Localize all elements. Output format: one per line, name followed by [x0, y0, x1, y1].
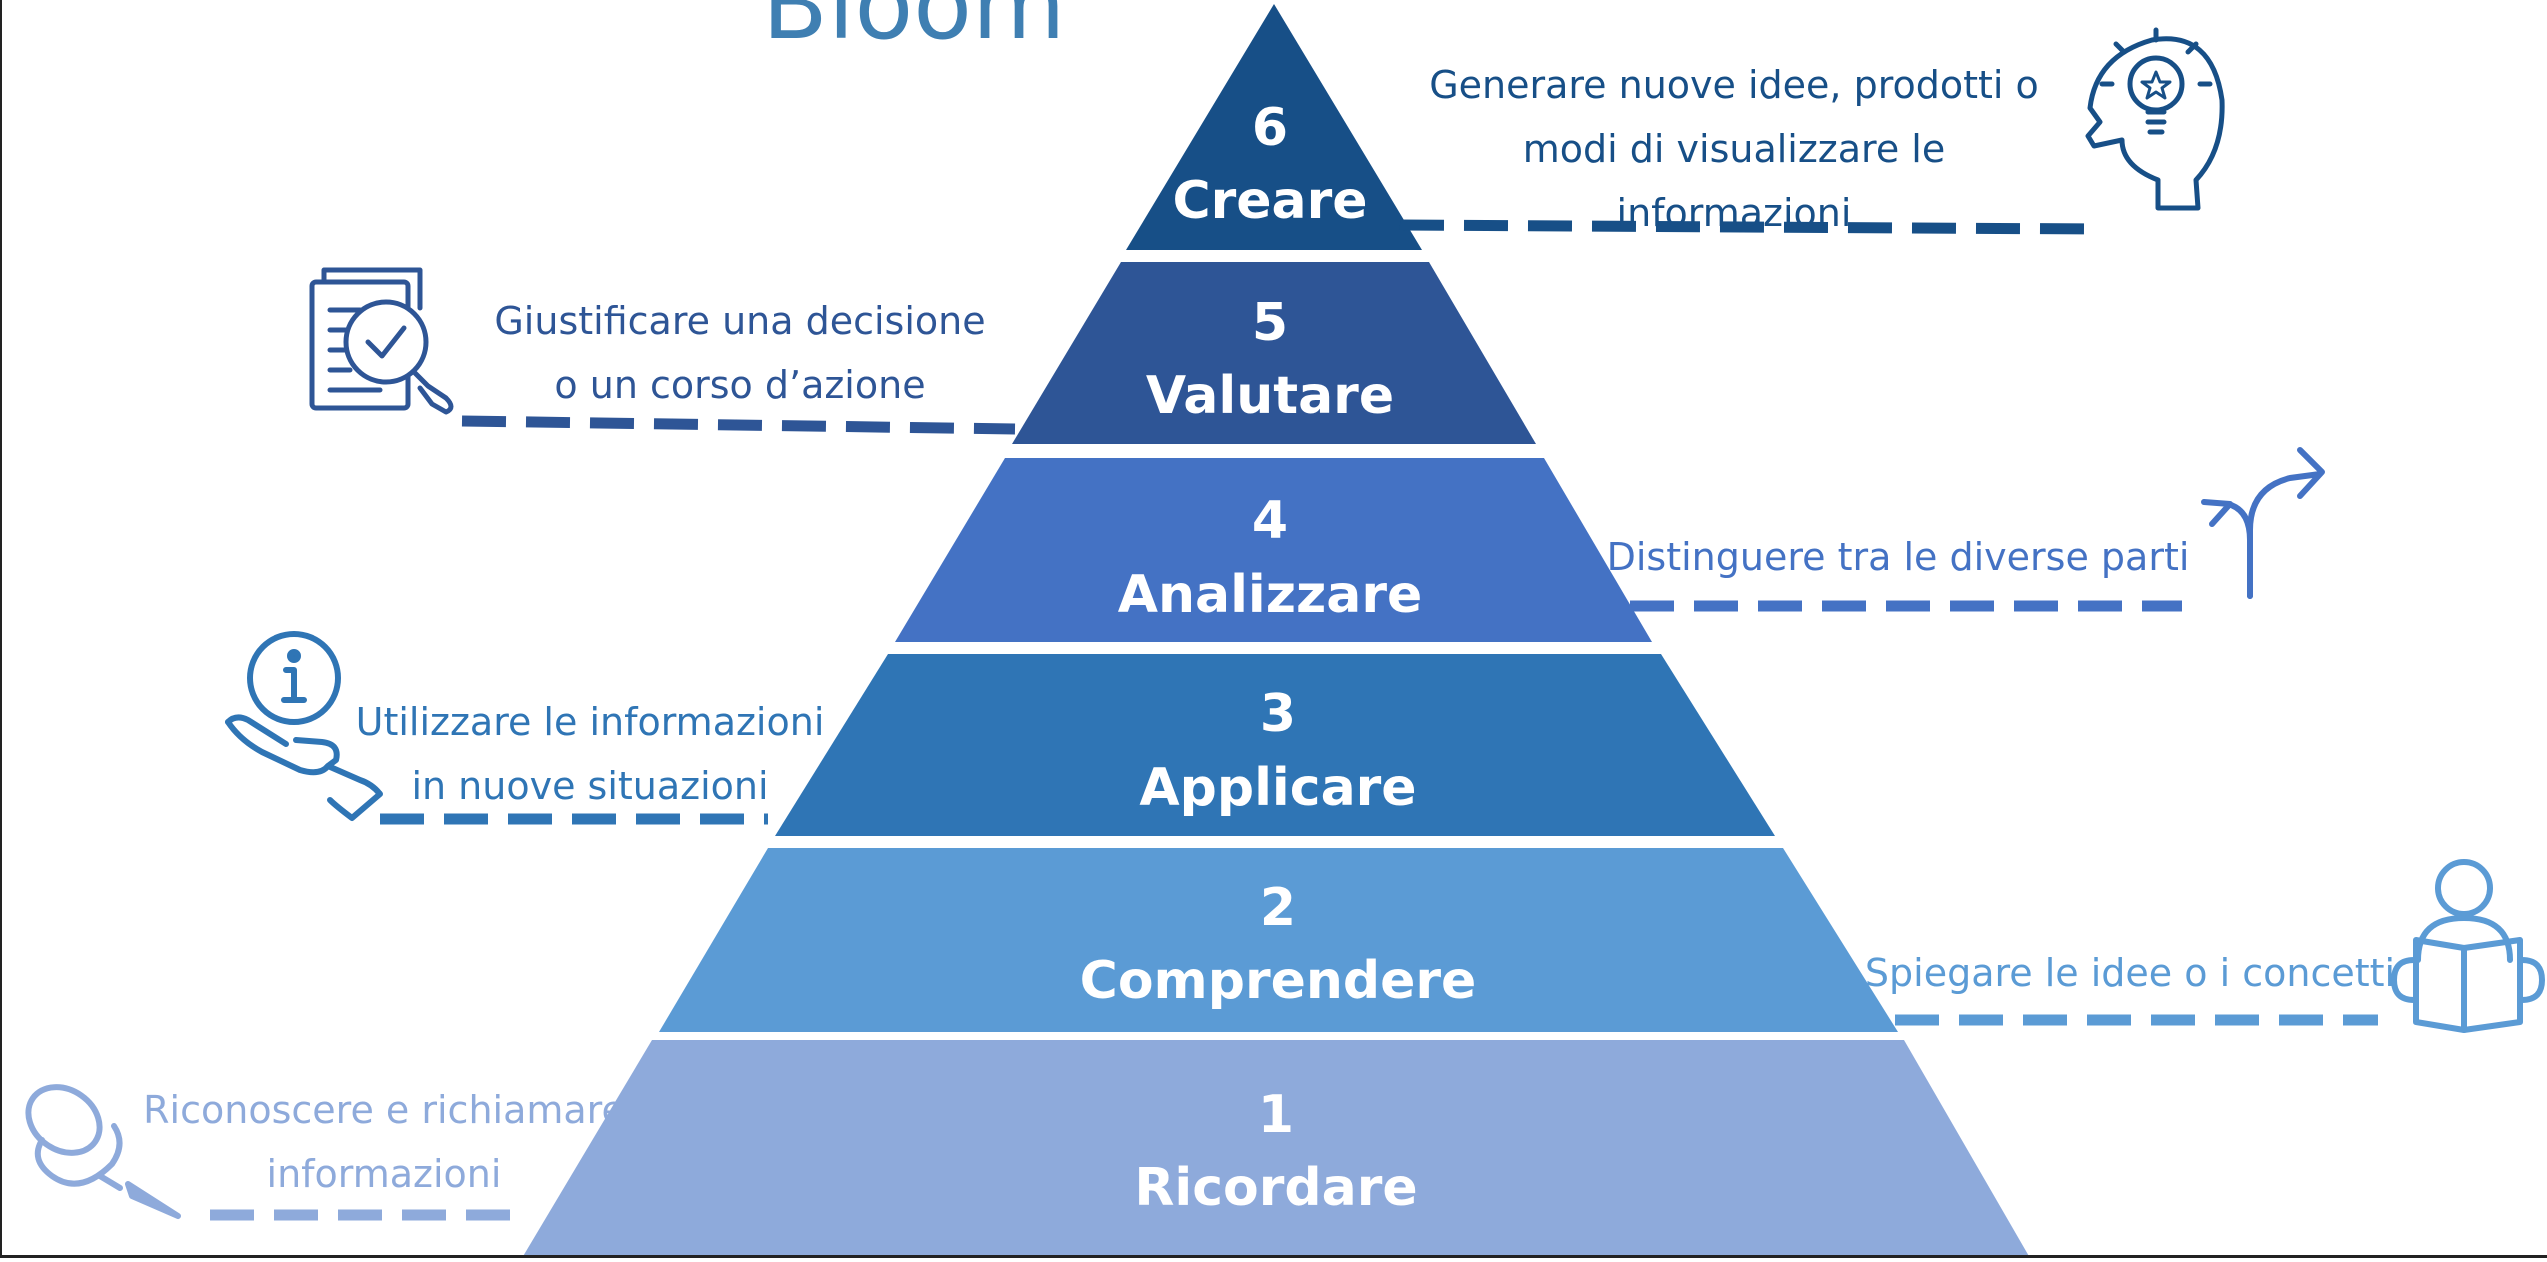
- description-1-line-2: informazioni: [267, 1152, 502, 1196]
- tier-2-comprendere: [659, 848, 1898, 1032]
- description-4-line-1: Distinguere tra le diverse parti: [1607, 535, 2190, 579]
- connector-6: [1399, 219, 2096, 235]
- document-check-magnifier-icon: [309, 267, 454, 415]
- tier-3-number: 3: [1260, 684, 1296, 744]
- description-3-line-2: in nuove situazioni: [411, 764, 768, 808]
- tier-5-name: Valutare: [1146, 366, 1394, 426]
- description-2-line-1: Spiegare le idee o i concetti: [1865, 951, 2395, 995]
- description-5-line-2: o un corso d’azione: [554, 363, 925, 407]
- pushpin-icon: [25, 1084, 181, 1219]
- tier-4-analizzare: [895, 458, 1652, 642]
- tier-5-valutare: [1012, 262, 1536, 444]
- tier-3-name: Applicare: [1139, 758, 1416, 818]
- tier-6-number: 6: [1252, 98, 1288, 158]
- lightbulb-head-icon: [2085, 27, 2225, 211]
- tier-4-name: Analizzare: [1118, 565, 1423, 625]
- tier-6-creare: [1126, 4, 1422, 250]
- tier-1-ricordare: [522, 1040, 2030, 1258]
- description-3-line-1: Utilizzare le informazioni: [356, 700, 825, 744]
- tier-4-number: 4: [1252, 491, 1288, 551]
- pyramid: [522, 4, 2030, 1258]
- tier-1-number: 1: [1258, 1085, 1294, 1145]
- connector-5: [461, 415, 1016, 435]
- diagram-title: Bloom: [762, 0, 1066, 61]
- description-1-line-1: Riconoscere e richiamare: [143, 1088, 625, 1132]
- info-hand-icon: [225, 631, 383, 821]
- description-6-line-1: Generare nuove idee, prodotti o: [1429, 63, 2039, 107]
- split-arrows-icon: [2201, 447, 2325, 599]
- person-reading-icon: [2391, 859, 2545, 1033]
- description-6-line-3: informazioni: [1617, 191, 1852, 235]
- description-5-line-1: Giustificare una decisione: [494, 299, 985, 343]
- frame-bottom-border: [0, 1255, 2547, 1258]
- tier-2-number: 2: [1260, 878, 1296, 938]
- tier-3-applicare: [775, 654, 1775, 836]
- description-6-line-2: modi di visualizzare le: [1523, 127, 1945, 171]
- tier-5-number: 5: [1252, 293, 1288, 353]
- tier-2-name: Comprendere: [1080, 951, 1477, 1011]
- frame-left-border: [0, 0, 2, 1258]
- tier-1-name: Ricordare: [1134, 1158, 1417, 1218]
- tier-6-name: Creare: [1172, 171, 1367, 231]
